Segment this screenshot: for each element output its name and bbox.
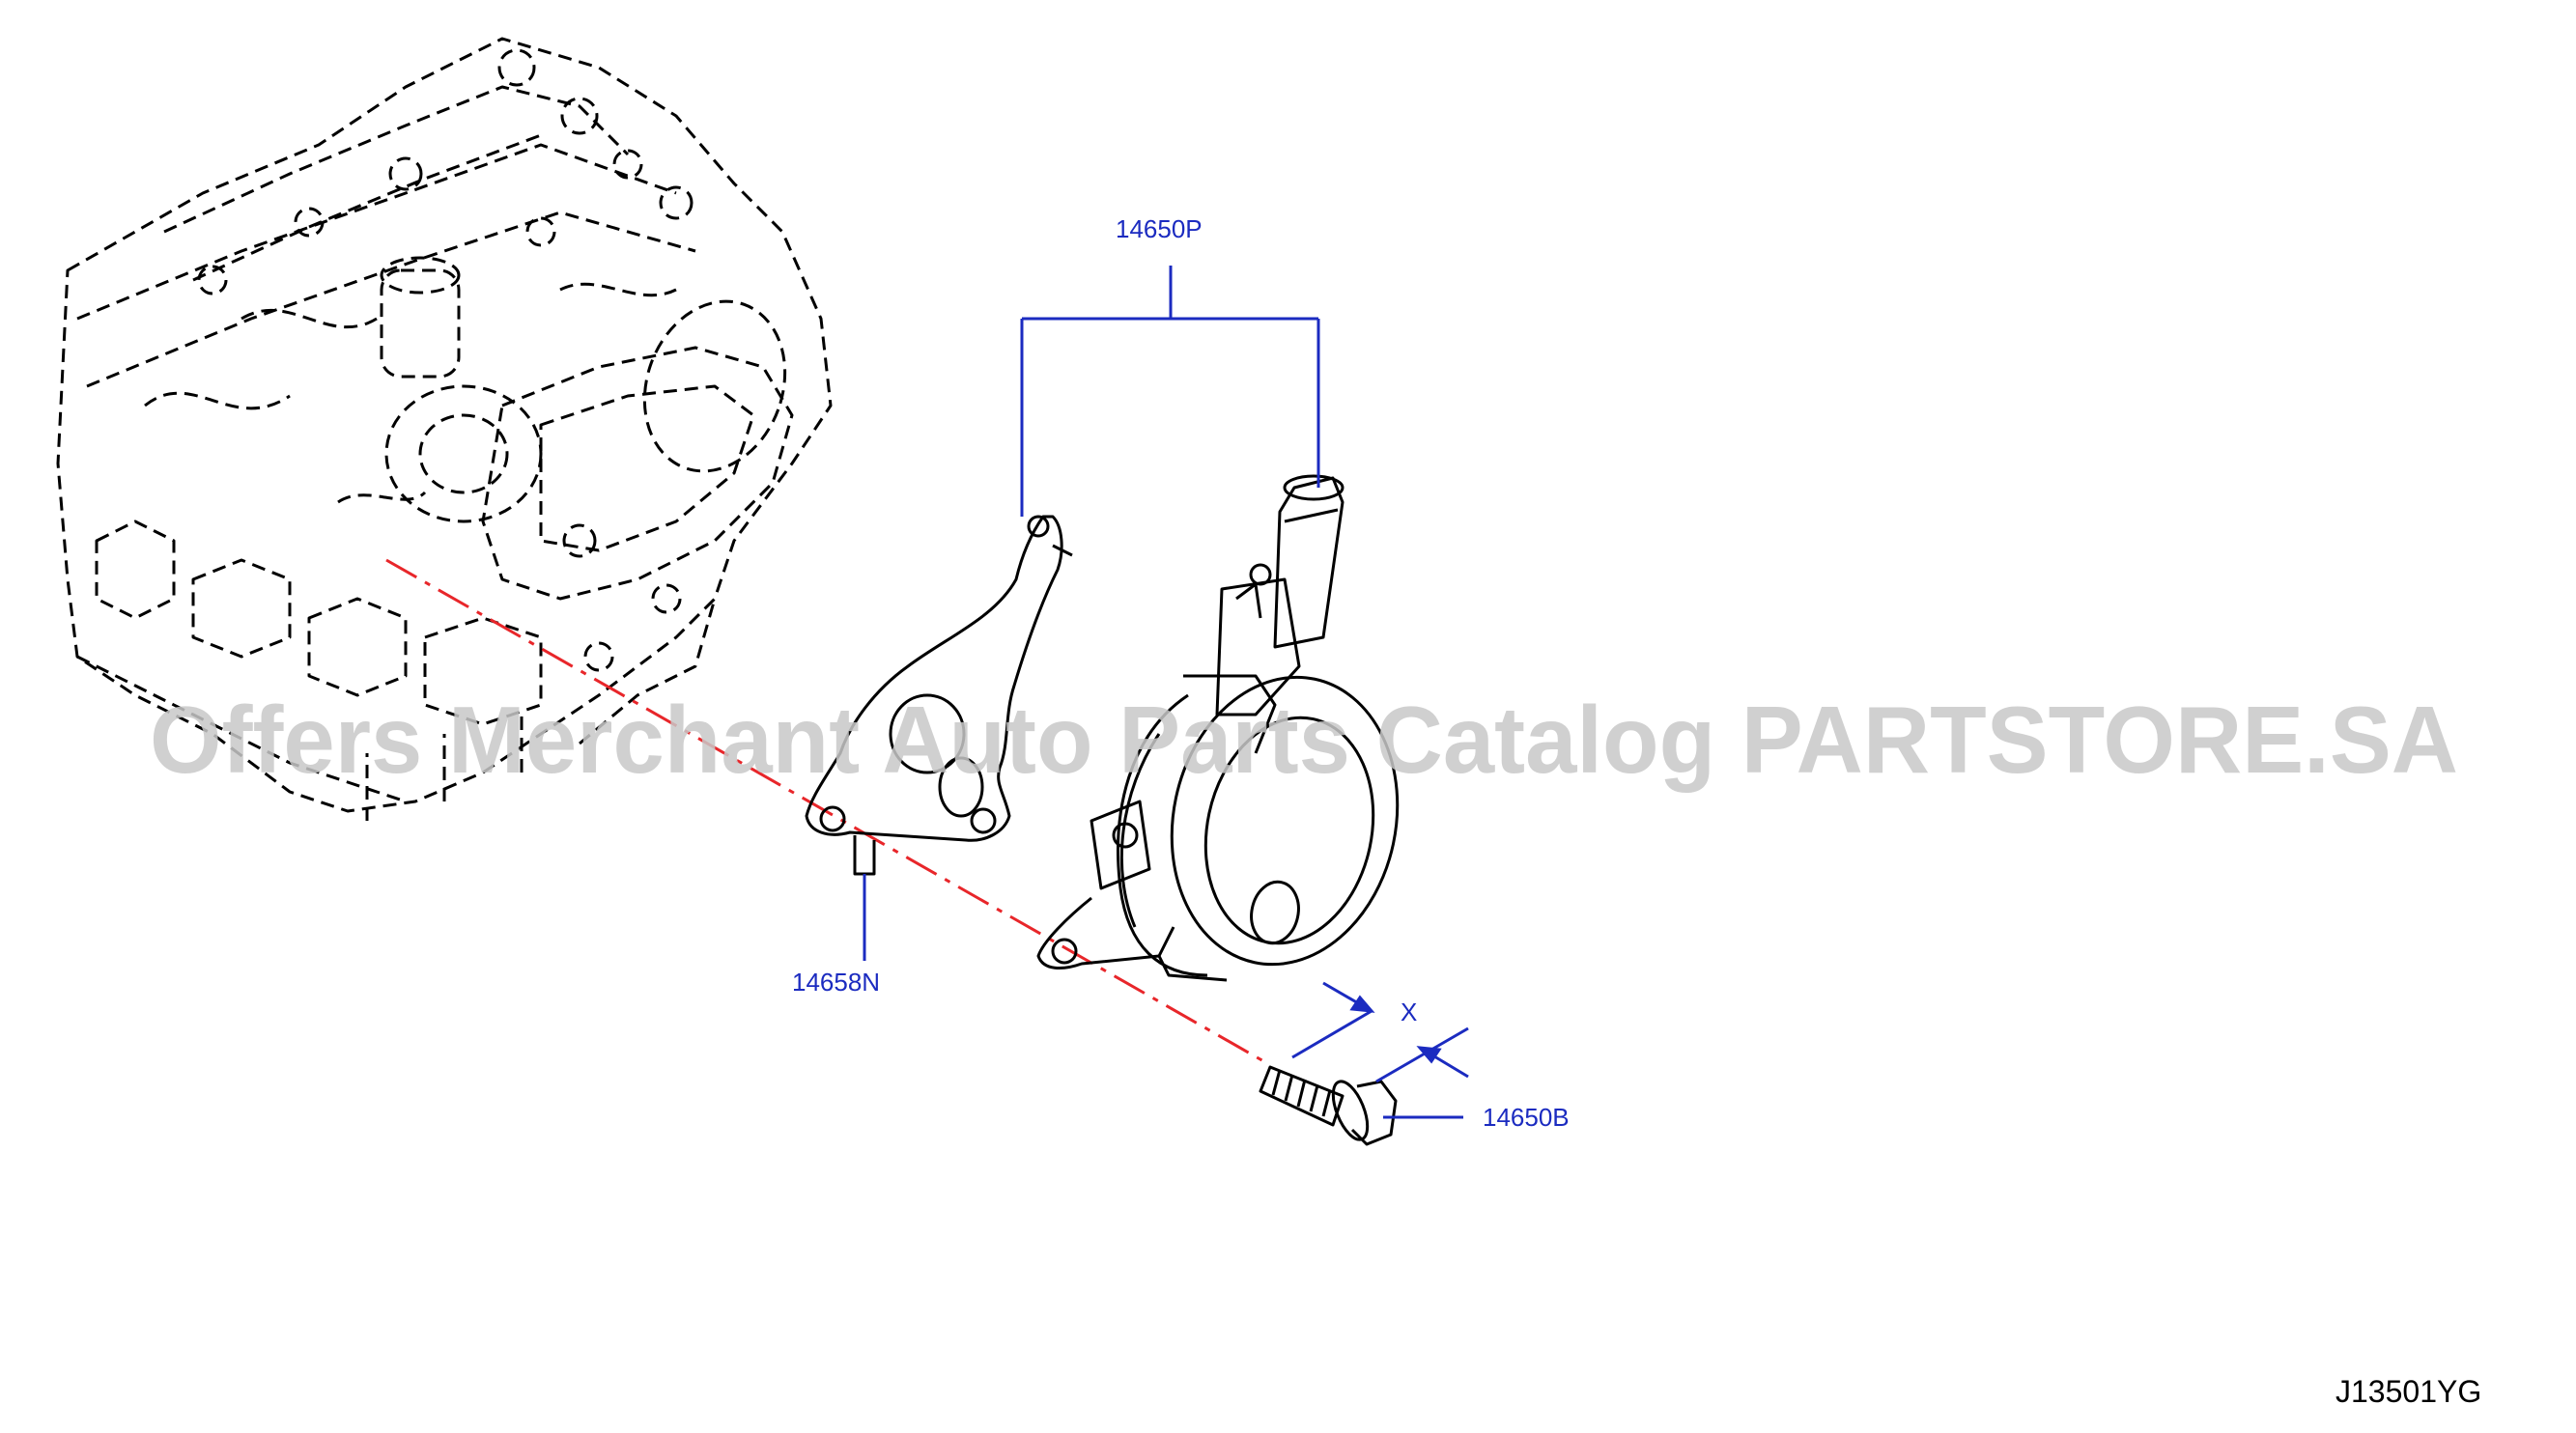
leader-lines [863, 266, 1463, 1119]
engine-block-icon [56, 37, 833, 821]
callout-14650p: 14650P [1116, 214, 1203, 243]
leader-14650p [1020, 266, 1320, 517]
watermark: Offers Merchant Auto Parts Catalog PARTS… [150, 687, 2458, 793]
vacuum-pump-icon [1036, 474, 1400, 982]
callout-14658n: 14658N [792, 968, 880, 997]
callout-14650b: 14650B [1483, 1103, 1570, 1132]
dimension-label: X [1401, 997, 1417, 1026]
flange-bolt-icon [1259, 1065, 1398, 1146]
drawing-reference: J13501YG [2335, 1374, 2481, 1409]
dimension-x [1291, 981, 1469, 1083]
